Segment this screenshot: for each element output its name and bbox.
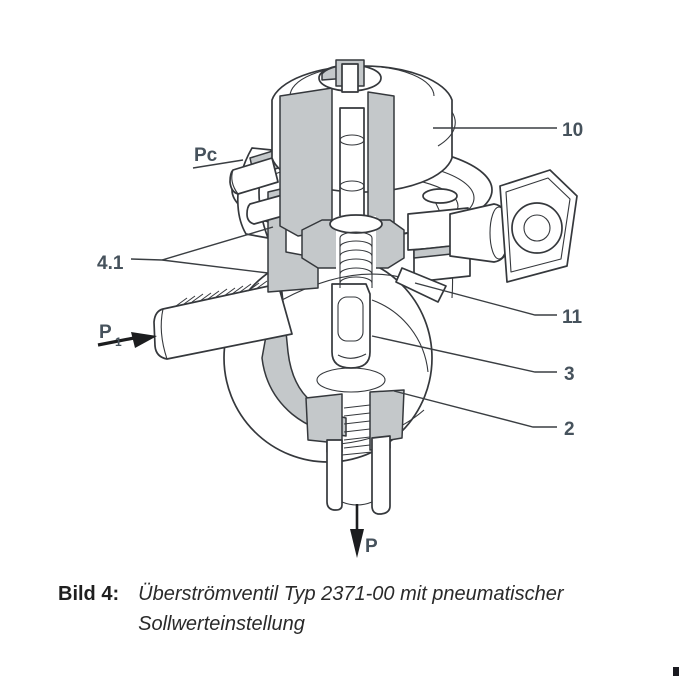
clamp-pin-top	[422, 188, 458, 204]
inlet-pipe-cap	[160, 308, 168, 360]
stem-collar1	[339, 134, 365, 146]
pentagon-inner	[505, 177, 571, 273]
label-2: 2	[564, 419, 575, 440]
outlet-flow-arrow	[350, 504, 364, 558]
outlet-bore-line	[341, 451, 373, 456]
inlet-pipe-hatching	[175, 280, 268, 307]
label-p-out: P	[365, 536, 378, 557]
leader-3	[371, 335, 557, 373]
pc-port-cap	[231, 169, 239, 195]
body-cut-wall	[261, 331, 347, 437]
caption-number: Bild 4:	[58, 583, 120, 605]
leader-lines	[130, 127, 557, 428]
spring-coils	[339, 231, 373, 288]
caption-line2: Sollwerteinstellung	[138, 613, 305, 635]
cone-connector	[449, 203, 509, 263]
label-11: 11	[562, 307, 583, 328]
label-p1-subscript: 1	[115, 335, 122, 349]
ring-outer	[511, 202, 563, 254]
flow-arrows	[97, 332, 364, 558]
label-3: 3	[564, 364, 575, 385]
stem-collar2	[339, 180, 365, 192]
inlet-pipe	[153, 280, 293, 360]
caption-text: Überströmventil Typ 2371-00 mit pneumati…	[138, 579, 563, 639]
ring-inner	[523, 214, 551, 242]
leader-2	[393, 390, 557, 428]
plug-bottom-line	[337, 353, 367, 359]
label-10: 10	[562, 120, 583, 141]
caption-line1: Überströmventil Typ 2371-00 mit pneumati…	[138, 583, 564, 605]
label-p1: P	[99, 322, 112, 343]
cap-cut-right	[367, 91, 395, 235]
figure-caption: Bild 4: Überströmventil Typ 2371-00 mit …	[58, 579, 564, 639]
scan-artifact-mark	[673, 667, 679, 676]
leader-pc	[192, 159, 244, 169]
bore-threads	[343, 404, 371, 449]
cap-side-line	[437, 111, 456, 147]
plug-window	[337, 296, 364, 342]
cap-cut-left	[279, 87, 333, 237]
outlet-wall-right	[371, 435, 391, 515]
knob-slot	[341, 63, 359, 93]
label-4-1: 4.1	[97, 253, 124, 274]
leader-11	[414, 282, 557, 316]
leader-4-1	[130, 226, 274, 274]
inlet-flow-arrow	[97, 332, 157, 348]
right-assembly	[395, 169, 578, 303]
spring-collar	[329, 214, 383, 234]
callout-labels: Pc 4.1 P 1 10 11 3 2 P	[97, 120, 583, 557]
stem	[339, 107, 365, 229]
seat-ring	[316, 367, 386, 393]
actuator-cap	[271, 59, 456, 237]
body-inner-arc	[371, 299, 429, 373]
label-pc: Pc	[194, 145, 218, 166]
outlet-wall-left	[326, 439, 343, 511]
spring-nut	[301, 214, 405, 288]
